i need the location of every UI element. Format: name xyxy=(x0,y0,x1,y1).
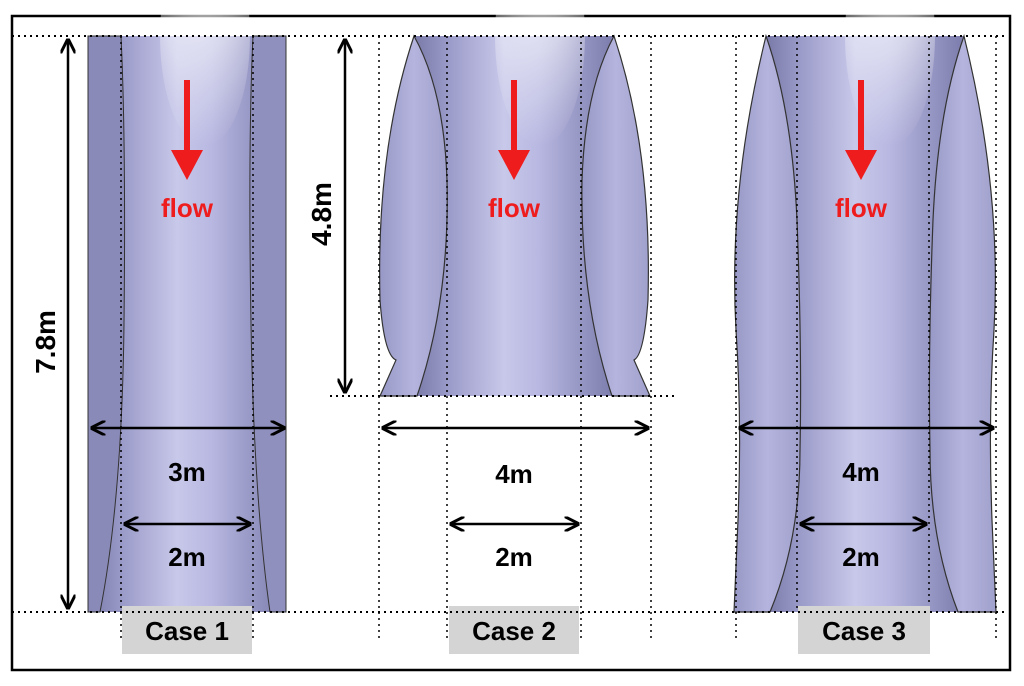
case-3-inner-width-label: 2m xyxy=(842,542,880,572)
case-2-flow-label: flow xyxy=(488,193,541,223)
case-1-left-fin xyxy=(87,35,126,613)
case-2-flow-arrow xyxy=(498,80,530,180)
case-3-outer-width-label: 4m xyxy=(842,457,880,487)
case-1-flow-arrow xyxy=(171,80,203,180)
case-2-label: Case 2 xyxy=(472,616,556,646)
case-1-right-fin xyxy=(249,35,287,613)
case-3-flow-label: flow xyxy=(835,193,888,223)
case-3-flow-arrow xyxy=(845,80,877,180)
case-1-flow-label: flow xyxy=(161,193,214,223)
case-3-label-box xyxy=(798,606,930,654)
case-2-inner-width-label: 2m xyxy=(495,542,533,572)
case-2-height-label: 4.8m xyxy=(306,182,337,246)
case-2-label-box xyxy=(449,606,579,654)
case-3-label: Case 3 xyxy=(822,616,906,646)
case-1-outer-width-label: 3m xyxy=(168,457,206,487)
case-1-label: Case 1 xyxy=(145,616,229,646)
case-3-group: flow 4m 2m Case 3 xyxy=(733,0,997,654)
case-2-group: flow 4.8m 4m 2m Case 2 xyxy=(306,0,676,654)
case-1-highlight xyxy=(160,0,250,146)
case-1-height-label: 7.8m xyxy=(30,310,61,374)
case-1-group: flow 7.8m 3m 2m Case 1 xyxy=(30,0,287,654)
case-2-outer-width-label: 4m xyxy=(495,459,533,489)
case-1-label-box xyxy=(122,606,252,654)
case-2-left-fin xyxy=(379,34,448,397)
case-1-inner-width-label: 2m xyxy=(168,542,206,572)
